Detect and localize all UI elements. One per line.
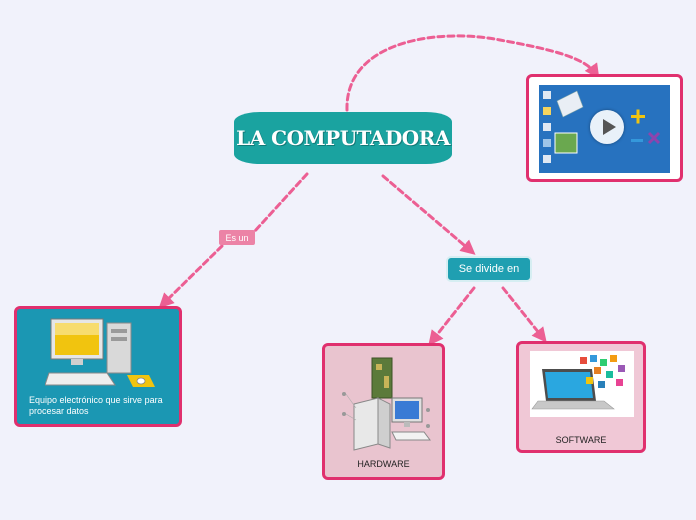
video-node[interactable] [526, 74, 683, 182]
play-icon [603, 119, 616, 135]
es-un-text: Es un [225, 232, 249, 243]
connector-to-se-divide [381, 174, 476, 255]
connector-to-definition [158, 244, 224, 309]
hardware-node[interactable]: HARDWARE [322, 343, 445, 480]
computer-illustration [45, 318, 155, 387]
software-node[interactable]: SOFTWARE [516, 341, 646, 453]
definition-text: Equipo electrónico que sirve para proces… [29, 395, 163, 416]
hardware-label: HARDWARE [357, 459, 410, 469]
video-thumbnail [539, 85, 670, 173]
hardware-illustration [342, 357, 431, 451]
definition-node[interactable]: Equipo electrónico que sirve para proces… [14, 306, 182, 427]
connector-to-software [501, 286, 547, 343]
central-topic[interactable]: LA COMPUTADORA [234, 112, 452, 164]
se-divide-label[interactable]: Se divide en [446, 256, 532, 282]
central-topic-title: LA COMPUTADORA [236, 126, 450, 150]
connector-to-video [345, 34, 600, 112]
play-button[interactable] [590, 110, 624, 144]
es-un-label[interactable]: Es un [219, 230, 255, 245]
software-illustration [530, 351, 634, 417]
connector-to-es-un [252, 172, 309, 234]
connector-to-hardware [428, 286, 476, 346]
software-label: SOFTWARE [555, 435, 607, 445]
se-divide-text: Se divide en [458, 263, 520, 275]
